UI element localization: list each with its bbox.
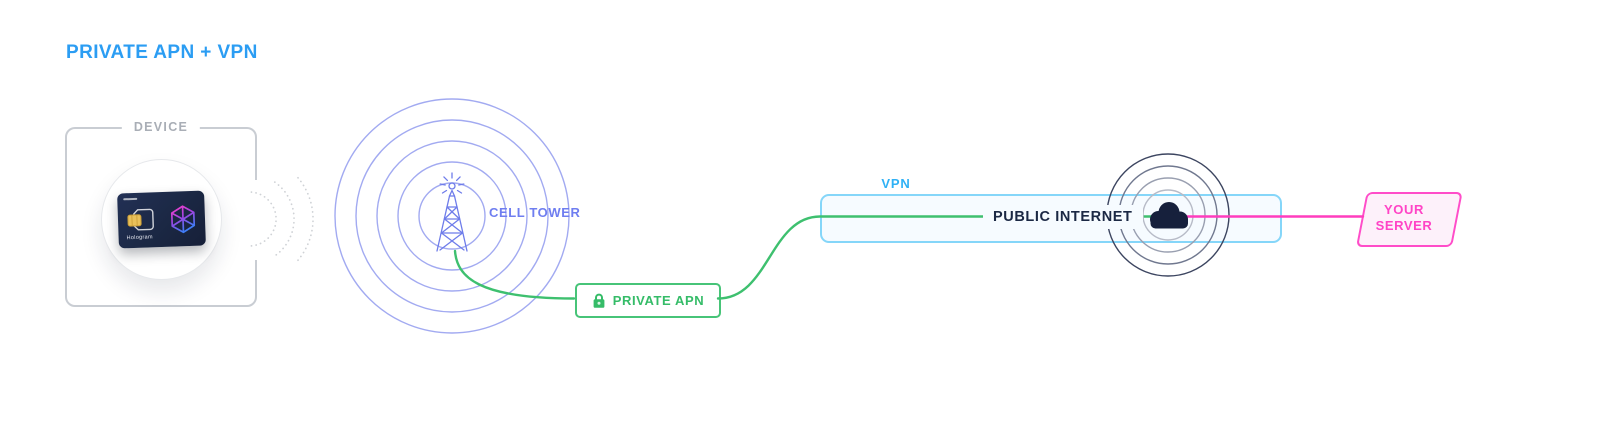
cell-tower-icon	[436, 172, 468, 252]
device-box: Hologram DEVICE	[65, 120, 258, 307]
sim-card: Hologram	[117, 190, 206, 249]
device-border-gap	[253, 180, 258, 260]
private-apn-content: PRIVATE APN	[575, 283, 721, 318]
lock-icon	[593, 293, 605, 308]
hologram-logo-icon	[170, 205, 196, 234]
cell-tower-label: CELL TOWER	[489, 205, 581, 220]
vpn-label: VPN	[881, 176, 911, 191]
server-label-line1: YOUR	[1384, 201, 1424, 217]
server-label: YOUR SERVER	[1356, 192, 1452, 243]
sim-brand-mark	[123, 197, 138, 201]
wifi-waves-icon	[250, 176, 314, 262]
private-apn-label: PRIVATE APN	[612, 293, 705, 308]
server-label-line2: SERVER	[1375, 217, 1433, 233]
device-label: DEVICE	[121, 120, 201, 134]
sim-brand-label: Hologram	[126, 234, 153, 242]
device-circle: Hologram	[101, 159, 222, 280]
public-internet-label: PUBLIC INTERNET	[983, 205, 1143, 229]
sim-chip-icon	[127, 208, 154, 231]
page-title: PRIVATE APN + VPN	[66, 42, 258, 63]
